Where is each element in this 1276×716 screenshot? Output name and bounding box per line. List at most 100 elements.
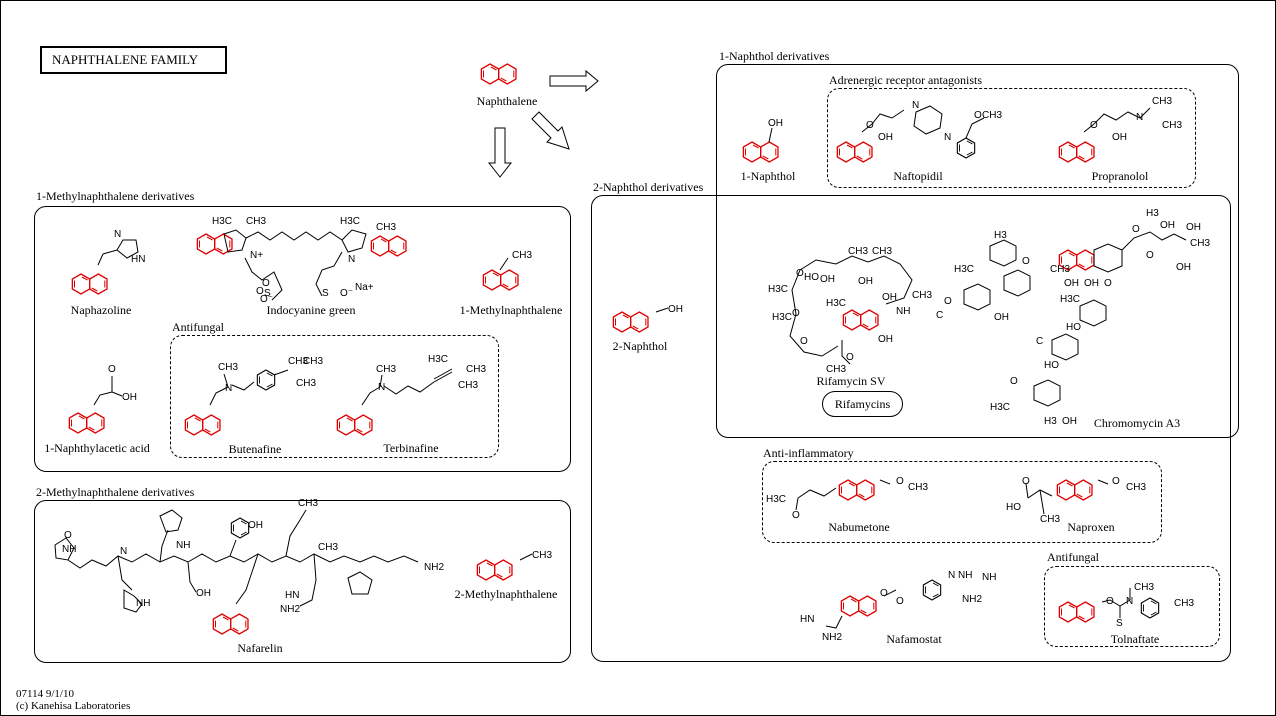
compound-butenafine[interactable]: Butenafine xyxy=(228,442,282,456)
svg-text:N: N xyxy=(1136,112,1143,123)
footer-code: 07114 9/1/10 xyxy=(16,688,74,700)
compound-naftopidil[interactable]: Naftopidil xyxy=(893,169,943,183)
svg-text:OH: OH xyxy=(248,520,263,531)
svg-text:OH: OH xyxy=(1084,278,1099,289)
compound-nabumetone[interactable]: Nabumetone xyxy=(828,520,890,534)
svg-text:NH2: NH2 xyxy=(962,594,982,605)
page-title: NAPHTHALENE FAMILY xyxy=(40,46,227,74)
svg-text:CH3: CH3 xyxy=(298,498,318,509)
svg-text:CH3: CH3 xyxy=(303,356,323,367)
compound-nafarelin[interactable]: Nafarelin xyxy=(237,641,283,655)
group-title-antifungal-2: Antifungal xyxy=(1047,550,1099,564)
group-1-methylnaphthalene xyxy=(34,206,571,472)
svg-text:CH3: CH3 xyxy=(318,542,338,553)
svg-text:NH: NH xyxy=(62,544,76,555)
2-naphthol-structure: OH xyxy=(612,304,683,333)
group-title-antifungal-1: Antifungal xyxy=(172,320,224,334)
svg-text:OH: OH xyxy=(1176,262,1191,273)
compound-2-methylnaphthalene[interactable]: 2-Methylnaphthalene xyxy=(454,587,558,601)
compound-rifamycin-sv[interactable]: Rifamycin SV xyxy=(816,374,886,388)
svg-text:CH3: CH3 xyxy=(872,246,892,257)
svg-text:CH3: CH3 xyxy=(376,222,396,233)
svg-text:OH: OH xyxy=(668,304,683,315)
compound-2-naphthol[interactable]: 2-Naphthol xyxy=(612,339,668,353)
svg-text:H3C: H3C xyxy=(212,216,232,227)
svg-text:O: O xyxy=(974,110,982,121)
svg-text:OH: OH xyxy=(1062,416,1077,427)
compound-1-naphthylacetic-acid[interactable]: 1-Naphthylacetic acid xyxy=(44,441,150,455)
arrow-to-1-naphthol xyxy=(549,69,599,93)
svg-text:H3C: H3C xyxy=(772,312,792,323)
svg-text:N: N xyxy=(944,132,951,143)
svg-text:OH: OH xyxy=(196,588,211,599)
compound-propranolol[interactable]: Propranolol xyxy=(1091,169,1149,183)
svg-text:N: N xyxy=(114,229,121,240)
svg-text:CH3: CH3 xyxy=(1162,120,1182,131)
svg-text:H3C: H3C xyxy=(990,402,1010,413)
svg-text:N: N xyxy=(912,100,919,111)
compound-1-methylnaphthalene[interactable]: 1-Methylnaphthalene xyxy=(459,303,563,317)
svg-text:OH: OH xyxy=(994,312,1009,323)
svg-text:H3: H3 xyxy=(994,230,1007,241)
svg-text:OH: OH xyxy=(878,334,893,345)
compound-naphthalene[interactable]: Naphthalene xyxy=(476,94,538,108)
svg-text:CH3: CH3 xyxy=(1190,238,1210,249)
group-title-2-naphthol: 2-Naphthol derivatives xyxy=(593,180,704,194)
svg-text:N: N xyxy=(1126,596,1133,607)
svg-text:S: S xyxy=(322,288,329,299)
group-title-1-methylnaphthalene: 1-Methylnaphthalene derivatives xyxy=(36,189,195,203)
svg-text:O: O xyxy=(944,296,952,307)
svg-text:O: O xyxy=(846,352,854,363)
svg-text:O: O xyxy=(256,286,264,297)
svg-text:OH: OH xyxy=(122,392,137,403)
svg-text:CH3: CH3 xyxy=(532,550,552,561)
svg-text:O: O xyxy=(1132,224,1140,235)
svg-text:NH: NH xyxy=(176,540,190,551)
rifamycins-button[interactable]: Rifamycins xyxy=(822,391,903,417)
compound-chromomycin-a3[interactable]: Chromomycin A3 xyxy=(1093,416,1181,430)
group-title-antiinflammatory: Anti-inflammatory xyxy=(763,446,854,460)
svg-text:HN: HN xyxy=(131,254,145,265)
compound-indocyanine-green[interactable]: Indocyanine green xyxy=(266,303,356,317)
svg-text:HO: HO xyxy=(1066,322,1081,333)
svg-text:O: O xyxy=(792,308,800,319)
svg-text:N+: N+ xyxy=(250,250,263,261)
svg-text:CH3: CH3 xyxy=(982,110,1002,121)
compound-terbinafine[interactable]: Terbinafine xyxy=(383,441,439,455)
svg-text:C: C xyxy=(1036,336,1043,347)
compound-naproxen[interactable]: Naproxen xyxy=(1067,520,1115,534)
compound-nafamostat[interactable]: Nafamostat xyxy=(886,632,942,646)
svg-text:H3C: H3C xyxy=(768,284,788,295)
svg-text:O: O xyxy=(896,596,904,607)
svg-text:H3: H3 xyxy=(1044,416,1057,427)
svg-text:CH3: CH3 xyxy=(1134,582,1154,593)
svg-text:CH3: CH3 xyxy=(288,356,308,367)
naphthalene-structure xyxy=(480,63,517,85)
svg-text:OH: OH xyxy=(878,132,893,143)
svg-text:CH3: CH3 xyxy=(1174,598,1194,609)
1-naphthylacetic-acid-structure: OOH xyxy=(68,364,137,434)
compound-naphazoline[interactable]: Naphazoline xyxy=(70,303,132,317)
svg-text:O: O xyxy=(1090,120,1098,131)
2-methylnaphthalene-structure: CH3 xyxy=(476,550,552,581)
svg-text:CH3: CH3 xyxy=(1152,96,1172,107)
svg-text:OH: OH xyxy=(768,118,783,129)
svg-text:CH3: CH3 xyxy=(376,364,396,375)
svg-text:OH: OH xyxy=(1186,222,1201,233)
svg-text:NH: NH xyxy=(982,572,996,583)
compound-1-naphthol[interactable]: 1-Naphthol xyxy=(740,169,796,183)
svg-text:CH3: CH3 xyxy=(848,246,868,257)
group-1-naphthol xyxy=(716,64,1239,438)
overlap-region xyxy=(716,195,1229,436)
svg-text:CH3: CH3 xyxy=(466,364,486,375)
compound-tolnaftate[interactable]: Tolnaftate xyxy=(1110,632,1160,646)
svg-text:N: N xyxy=(378,382,385,393)
svg-text:H3C: H3C xyxy=(826,298,846,309)
svg-text:OH: OH xyxy=(858,276,873,287)
